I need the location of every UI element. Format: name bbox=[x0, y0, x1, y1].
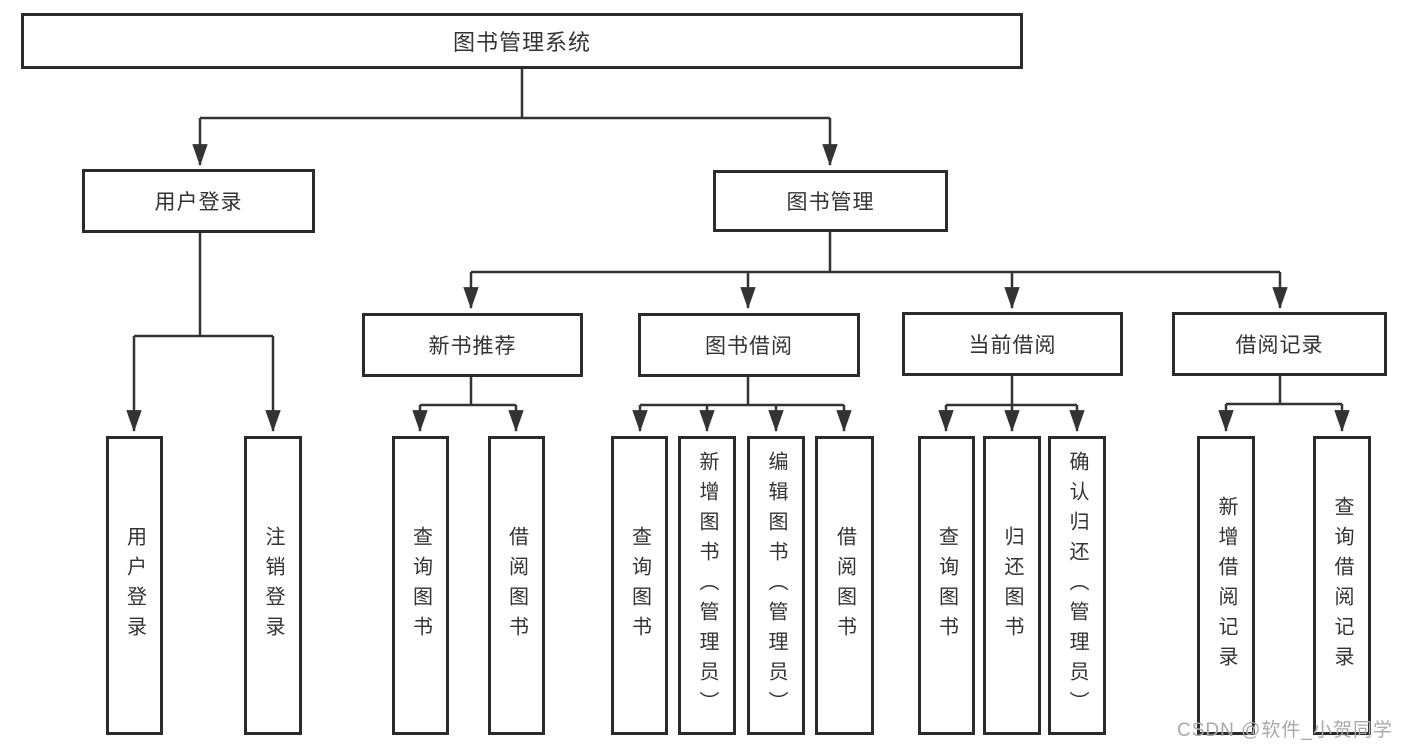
node-book-borrowing: 图书借阅 bbox=[638, 313, 860, 377]
node-new-book-recommend: 新书推荐 bbox=[362, 313, 583, 377]
node-leaf-recommend-query-books: 查询图书 bbox=[392, 436, 449, 735]
node-leaf-recommend-query-books-label: 查询图书 bbox=[409, 525, 432, 646]
node-leaf-confirm-return-admin-label: 确认归还（管理员） bbox=[1066, 450, 1088, 721]
node-leaf-logout: 注销登录 bbox=[244, 436, 302, 735]
csdn-watermark: CSDN @软件_小贺同学 bbox=[1177, 720, 1393, 741]
node-leaf-query-borrow-record-label: 查询借阅记录 bbox=[1331, 495, 1353, 676]
node-leaf-recommend-borrow-books-label: 借阅图书 bbox=[505, 525, 528, 646]
node-current-borrowing: 当前借阅 bbox=[902, 312, 1123, 376]
node-leaf-borrow-query-books-label: 查询图书 bbox=[628, 525, 651, 646]
node-book-borrowing-label: 图书借阅 bbox=[705, 335, 793, 358]
node-leaf-add-book-admin-label: 新增图书（管理员） bbox=[696, 450, 718, 721]
node-leaf-current-query-books: 查询图书 bbox=[918, 436, 975, 735]
node-leaf-add-book-admin: 新增图书（管理员） bbox=[678, 436, 736, 735]
node-leaf-borrow-books-label: 借阅图书 bbox=[833, 525, 856, 646]
node-leaf-edit-book-admin-label: 编辑图书（管理员） bbox=[765, 450, 787, 721]
node-leaf-borrow-query-books: 查询图书 bbox=[611, 436, 668, 735]
node-borrowing-records: 借阅记录 bbox=[1172, 312, 1387, 376]
node-leaf-logout-label: 注销登录 bbox=[262, 525, 284, 646]
node-leaf-add-borrow-record: 新增借阅记录 bbox=[1197, 436, 1255, 735]
node-leaf-confirm-return-admin: 确认归还（管理员） bbox=[1048, 436, 1106, 735]
node-book-management: 图书管理 bbox=[713, 170, 948, 232]
node-leaf-recommend-borrow-books: 借阅图书 bbox=[488, 436, 545, 735]
node-leaf-edit-book-admin: 编辑图书（管理员） bbox=[747, 436, 805, 735]
node-leaf-return-books-label: 归还图书 bbox=[1001, 525, 1023, 646]
node-leaf-user-login: 用户登录 bbox=[106, 436, 163, 735]
node-leaf-return-books: 归还图书 bbox=[983, 436, 1041, 735]
node-user-login-label: 用户登录 bbox=[154, 191, 243, 214]
node-leaf-current-query-books-label: 查询图书 bbox=[935, 525, 958, 646]
node-root-system: 图书管理系统 bbox=[21, 13, 1023, 69]
node-leaf-add-borrow-record-label: 新增借阅记录 bbox=[1215, 495, 1237, 676]
node-user-login: 用户登录 bbox=[82, 169, 315, 233]
node-book-management-label: 图书管理 bbox=[786, 191, 875, 214]
node-leaf-borrow-books: 借阅图书 bbox=[815, 436, 874, 735]
node-root-label: 图书管理系统 bbox=[452, 30, 591, 55]
node-leaf-query-borrow-record: 查询借阅记录 bbox=[1313, 436, 1371, 735]
node-borrowing-records-label: 借阅记录 bbox=[1235, 334, 1324, 357]
node-new-book-recommend-label: 新书推荐 bbox=[428, 335, 517, 358]
node-current-borrowing-label: 当前借阅 bbox=[968, 334, 1057, 357]
node-leaf-user-login-label: 用户登录 bbox=[123, 525, 146, 646]
